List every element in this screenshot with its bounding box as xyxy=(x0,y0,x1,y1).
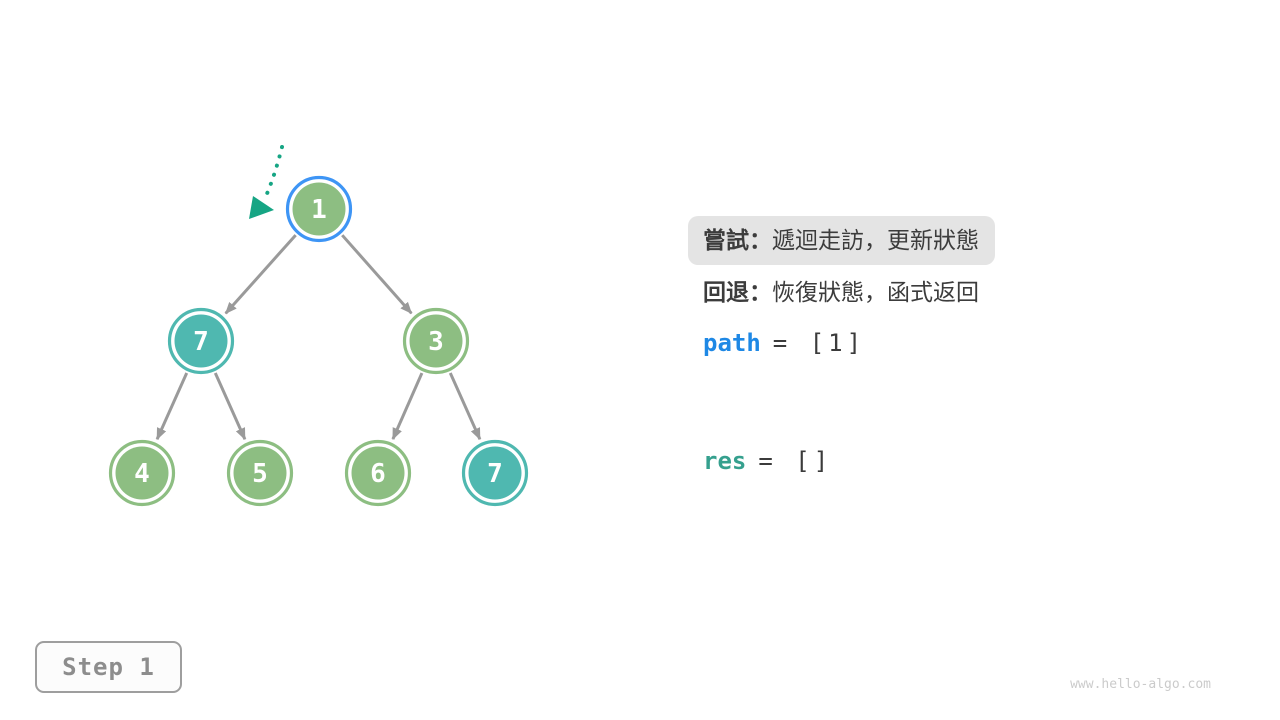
tree-node-value: 5 xyxy=(252,459,268,489)
path-variable-name: path xyxy=(703,329,761,357)
tree-node-current: 1 xyxy=(285,175,353,243)
path-variable-value: = [1] xyxy=(772,329,866,357)
res-variable-name: res xyxy=(703,447,747,475)
res-variable-line: res = [] xyxy=(703,447,832,475)
path-variable-line: path = [1] xyxy=(703,329,865,357)
tree-node: 3 xyxy=(402,307,470,375)
watermark: www.hello-algo.com xyxy=(1070,677,1211,692)
tree-edge xyxy=(391,372,424,441)
backtrack-text: 恢復狀態，函式返回 xyxy=(772,279,979,305)
tree-node-value: 1 xyxy=(311,195,327,225)
tree-node-value: 7 xyxy=(487,459,503,489)
tree-node-value: 6 xyxy=(370,459,386,489)
tree-node: 7 xyxy=(461,439,529,507)
step-badge: Step 1 xyxy=(35,641,182,693)
tree-edge xyxy=(213,372,247,441)
tree-node-value: 3 xyxy=(428,327,444,357)
tree-node: 7 xyxy=(167,307,235,375)
tree-edge xyxy=(341,234,413,315)
tree-node: 6 xyxy=(344,439,412,507)
tree-node: 4 xyxy=(108,439,176,507)
backtrack-annotation: 回退：恢復狀態，函式返回 xyxy=(703,278,979,306)
res-variable-value: = [] xyxy=(758,447,833,475)
tree-node-value: 4 xyxy=(134,459,150,489)
step-badge-label: Step 1 xyxy=(62,653,155,681)
tree-edge xyxy=(224,234,297,315)
tree-edge xyxy=(155,372,189,441)
binary-tree-diagram: 1 7 3 4 5 6 7 xyxy=(108,145,529,507)
tree-edge xyxy=(448,372,482,441)
current-node-pointer-arrow-icon xyxy=(249,145,284,219)
tree-node-value: 7 xyxy=(193,327,209,357)
try-text: 遞迴走訪，更新狀態 xyxy=(772,227,979,253)
try-label: 嘗試： xyxy=(703,227,772,253)
tree-node: 5 xyxy=(226,439,294,507)
try-annotation-box: 嘗試：遞迴走訪，更新狀態 xyxy=(688,216,995,265)
backtrack-label: 回退： xyxy=(703,279,772,305)
